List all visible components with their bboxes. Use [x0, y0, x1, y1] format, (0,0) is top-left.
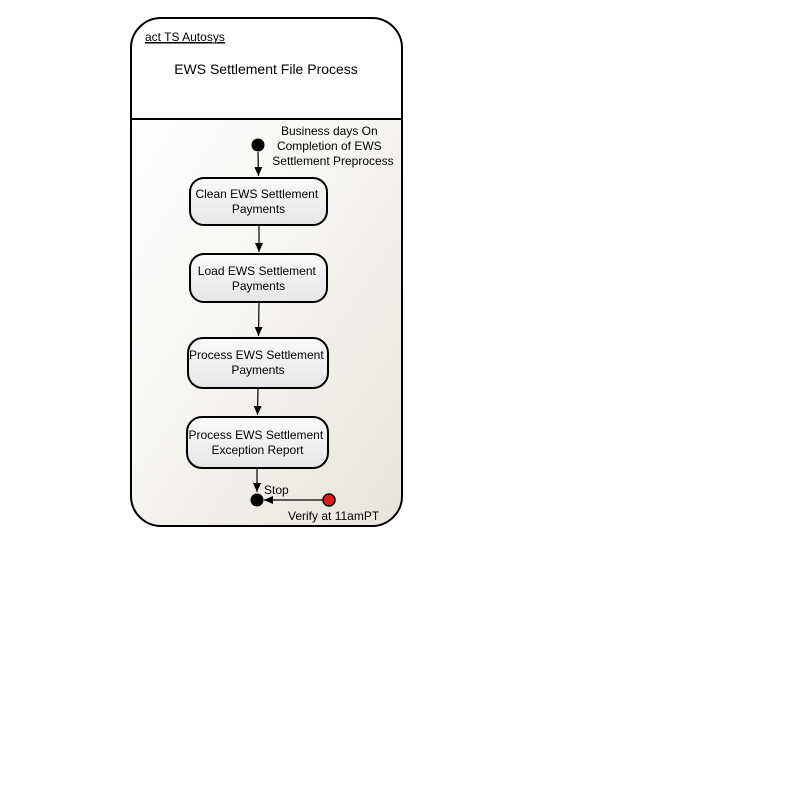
svg-text:Process EWS Settlement E: Process EWS Settlement Exception Report	[188, 428, 326, 457]
flow-edge-2	[254, 301, 263, 337]
flow-edge-3	[253, 387, 262, 416]
activity-label: Process EWS Settlement	[189, 348, 324, 362]
activity-label: Clean EWS Settlement	[195, 187, 318, 201]
svg-text:Process EWS Settlement P: Process EWS Settlement Payments	[189, 348, 327, 377]
stop-label: Stop	[264, 483, 289, 497]
activity-label: Payments	[232, 279, 285, 293]
svg-text:Clean EWS Settlement Pay: Clean EWS Settlement Payments	[195, 187, 321, 216]
svg-text:Load EWS Settlement Paym: Load EWS Settlement Payments	[198, 264, 319, 293]
start-note: Business days On Completion of EWS Settl…	[272, 124, 393, 168]
activity-process-payments[interactable]: Process EWS Settlement Payments	[187, 337, 329, 389]
verify-label: Verify at 11amPT	[288, 509, 380, 523]
activity-label: Payments	[231, 363, 284, 377]
frame-header-label: act TS Autosys	[145, 30, 225, 44]
activity-clean-payments[interactable]: Clean EWS Settlement Payments	[189, 177, 328, 226]
activity-label: Load EWS Settlement	[198, 264, 317, 278]
stop-node	[250, 493, 264, 507]
activity-label: Exception Report	[211, 443, 304, 457]
flow-edge-start	[254, 151, 263, 177]
frame-title: EWS Settlement File Process	[174, 61, 358, 77]
initial-node	[251, 138, 265, 152]
activity-exception-report[interactable]: Process EWS Settlement Exception Report	[186, 416, 329, 469]
activity-load-payments[interactable]: Load EWS Settlement Payments	[189, 253, 328, 303]
activity-label: Payments	[232, 202, 285, 216]
verify-node	[322, 493, 336, 507]
activity-label: Process EWS Settlement	[188, 428, 323, 442]
